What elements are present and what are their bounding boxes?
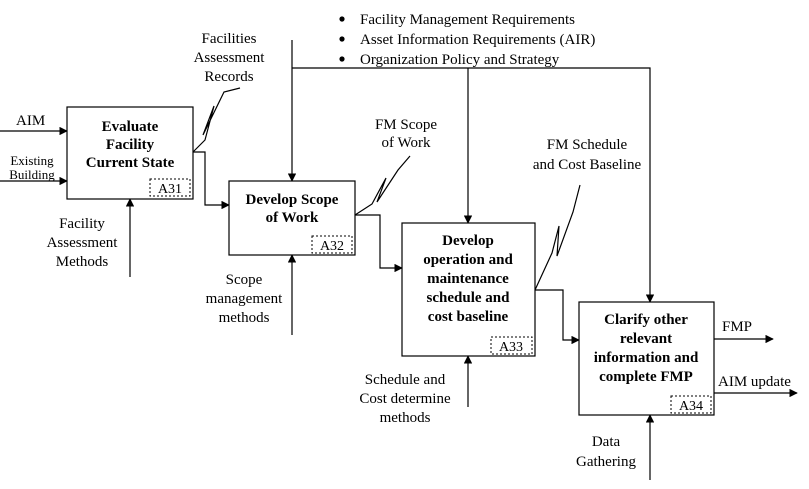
mechanism-arrows — [125, 198, 655, 480]
output-arrows — [714, 334, 798, 398]
mechanism-label-data-gathering: Gathering — [576, 454, 636, 470]
activity-title-line: information and — [594, 350, 699, 366]
activity-a32: Develop Scope of Work A32 — [228, 180, 356, 256]
label-leaders — [192, 87, 581, 291]
activity-title-line: relevant — [620, 331, 672, 347]
output-label-fm-schedule-cost-baseline: and Cost Baseline — [533, 157, 642, 173]
mechanism-label-data-gathering: Data — [592, 434, 621, 450]
output-label-facilities-assessment-records: Records — [204, 69, 253, 85]
activity-a33: Develop operation and maintenance schedu… — [401, 222, 536, 357]
activity-title-line: operation and — [423, 252, 513, 268]
mechanism-label-schedule-cost-methods: Cost determine — [359, 391, 451, 407]
control-item: Organization Policy and Strategy — [360, 52, 560, 68]
activity-id: A33 — [499, 340, 523, 355]
activity-title-line: Current State — [86, 155, 175, 171]
mechanism-label-facility-assessment-methods: Methods — [56, 254, 109, 270]
activity-a34: Clarify other relevant information and c… — [578, 301, 715, 416]
control-item: Facility Management Requirements — [360, 12, 575, 28]
activity-title-line: Develop — [442, 233, 494, 249]
input-label-existing-building: Building — [9, 167, 55, 182]
activity-title-line: schedule and — [427, 290, 511, 306]
bullet-icon — [339, 56, 345, 62]
activity-id: A32 — [320, 239, 344, 254]
activity-title-line: of Work — [266, 210, 319, 226]
output-label-fm-schedule-cost-baseline: FM Schedule — [547, 137, 628, 153]
control-list: Facility Management Requirements Asset I… — [339, 12, 595, 68]
mechanism-label-schedule-cost-methods: Schedule and — [365, 372, 446, 388]
control-item: Asset Information Requirements (AIR) — [360, 32, 595, 48]
activity-id: A34 — [679, 399, 703, 414]
output-label-fm-scope-of-work: FM Scope — [375, 117, 437, 133]
activity-a31: Evaluate Facility Current State A31 — [66, 106, 194, 200]
activity-title-line: cost baseline — [428, 309, 509, 325]
activity-title-line: Clarify other — [604, 312, 688, 328]
mechanism-label-scope-management-methods: management — [206, 291, 283, 307]
output-label-facilities-assessment-records: Facilities — [202, 31, 257, 47]
input-label-existing-building: Existing — [10, 153, 54, 168]
output-label-fmp: FMP — [722, 319, 752, 335]
activity-title-line: Evaluate — [102, 119, 159, 135]
activity-id: A31 — [158, 182, 182, 197]
activity-title-line: maintenance — [427, 271, 509, 287]
input-arrows — [0, 126, 68, 186]
mechanism-label-scope-management-methods: Scope — [226, 272, 263, 288]
mechanism-label-schedule-cost-methods: methods — [380, 410, 431, 426]
mechanism-label-facility-assessment-methods: Facility — [59, 216, 105, 232]
activity-title-line: Develop Scope — [246, 192, 339, 208]
control-arrows — [287, 40, 655, 303]
bullet-icon — [339, 16, 345, 22]
input-label-aim: AIM — [16, 113, 45, 129]
output-label-aim-update: AIM update — [718, 374, 791, 390]
mechanism-label-scope-management-methods: methods — [219, 310, 270, 326]
flow-arrows — [193, 151, 580, 345]
activity-title-line: complete FMP — [599, 369, 693, 385]
output-label-facilities-assessment-records: Assessment — [194, 50, 266, 66]
output-label-fm-scope-of-work: of Work — [382, 135, 431, 151]
bullet-icon — [339, 36, 345, 42]
activity-title-line: Facility — [106, 137, 155, 153]
mechanism-label-facility-assessment-methods: Assessment — [47, 235, 119, 251]
